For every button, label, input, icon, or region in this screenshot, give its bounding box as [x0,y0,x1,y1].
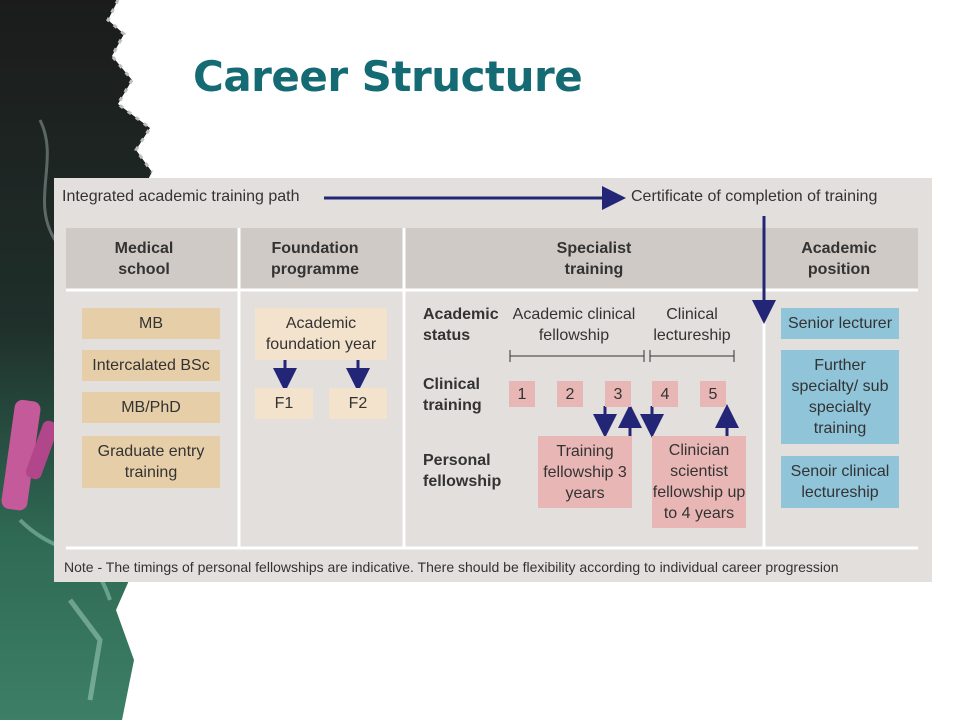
academic-position-item: Further specialty/ sub specialty trainin… [781,350,899,444]
diagram-lines [66,186,918,550]
career-diagram: Integrated academic training path Certif… [54,178,932,582]
header-academic-position: Academic position [801,240,877,278]
clinician-scientist-fellowship-box: Clinician scientist fellowship up to 4 y… [652,436,746,528]
training-year-box: 5 [700,381,726,407]
training-fellowship-box: Training fellowship 3 years [538,436,632,508]
medical-school-item: MB/PhD [82,392,220,423]
academic-position-item: Senoir clinical lectureship [781,456,899,508]
training-year-box: 2 [557,381,583,407]
academic-clinical-fellowship: Academic clinical fellowship [512,306,636,344]
row-label-clinical-training: Clinical training [423,376,482,414]
foundation-f1: F1 [255,388,313,419]
training-year-box: 4 [652,381,678,407]
certificate-label: Certificate of completion of training [631,188,878,205]
medical-school-item: Graduate entry training [82,436,220,488]
pink-chalk-icon [1,399,41,511]
academic-foundation-year: Academic foundation year [255,308,387,360]
medical-school-item: MB [82,308,220,339]
integrated-path-label: Integrated academic training path [62,188,300,205]
medical-school-item: Intercalated BSc [82,350,220,381]
header-specialist: Specialist training [556,240,632,278]
slide-title: Career Structure [193,52,583,101]
row-label-personal-fellowship: Personal fellowship [423,452,502,490]
header-foundation: Foundation programme [270,240,360,278]
training-year-box: 1 [509,381,535,407]
academic-position-item: Senior lecturer [781,308,899,339]
foundation-f2: F2 [329,388,387,419]
row-label-academic-status: Academic status [423,306,499,344]
training-year-box: 3 [605,381,631,407]
clinical-lectureship: Clinical lectureship [653,306,731,344]
header-band [66,228,918,290]
diagram-note: Note - The timings of personal fellowshi… [64,559,839,575]
header-medical-school: Medical school [114,240,174,278]
